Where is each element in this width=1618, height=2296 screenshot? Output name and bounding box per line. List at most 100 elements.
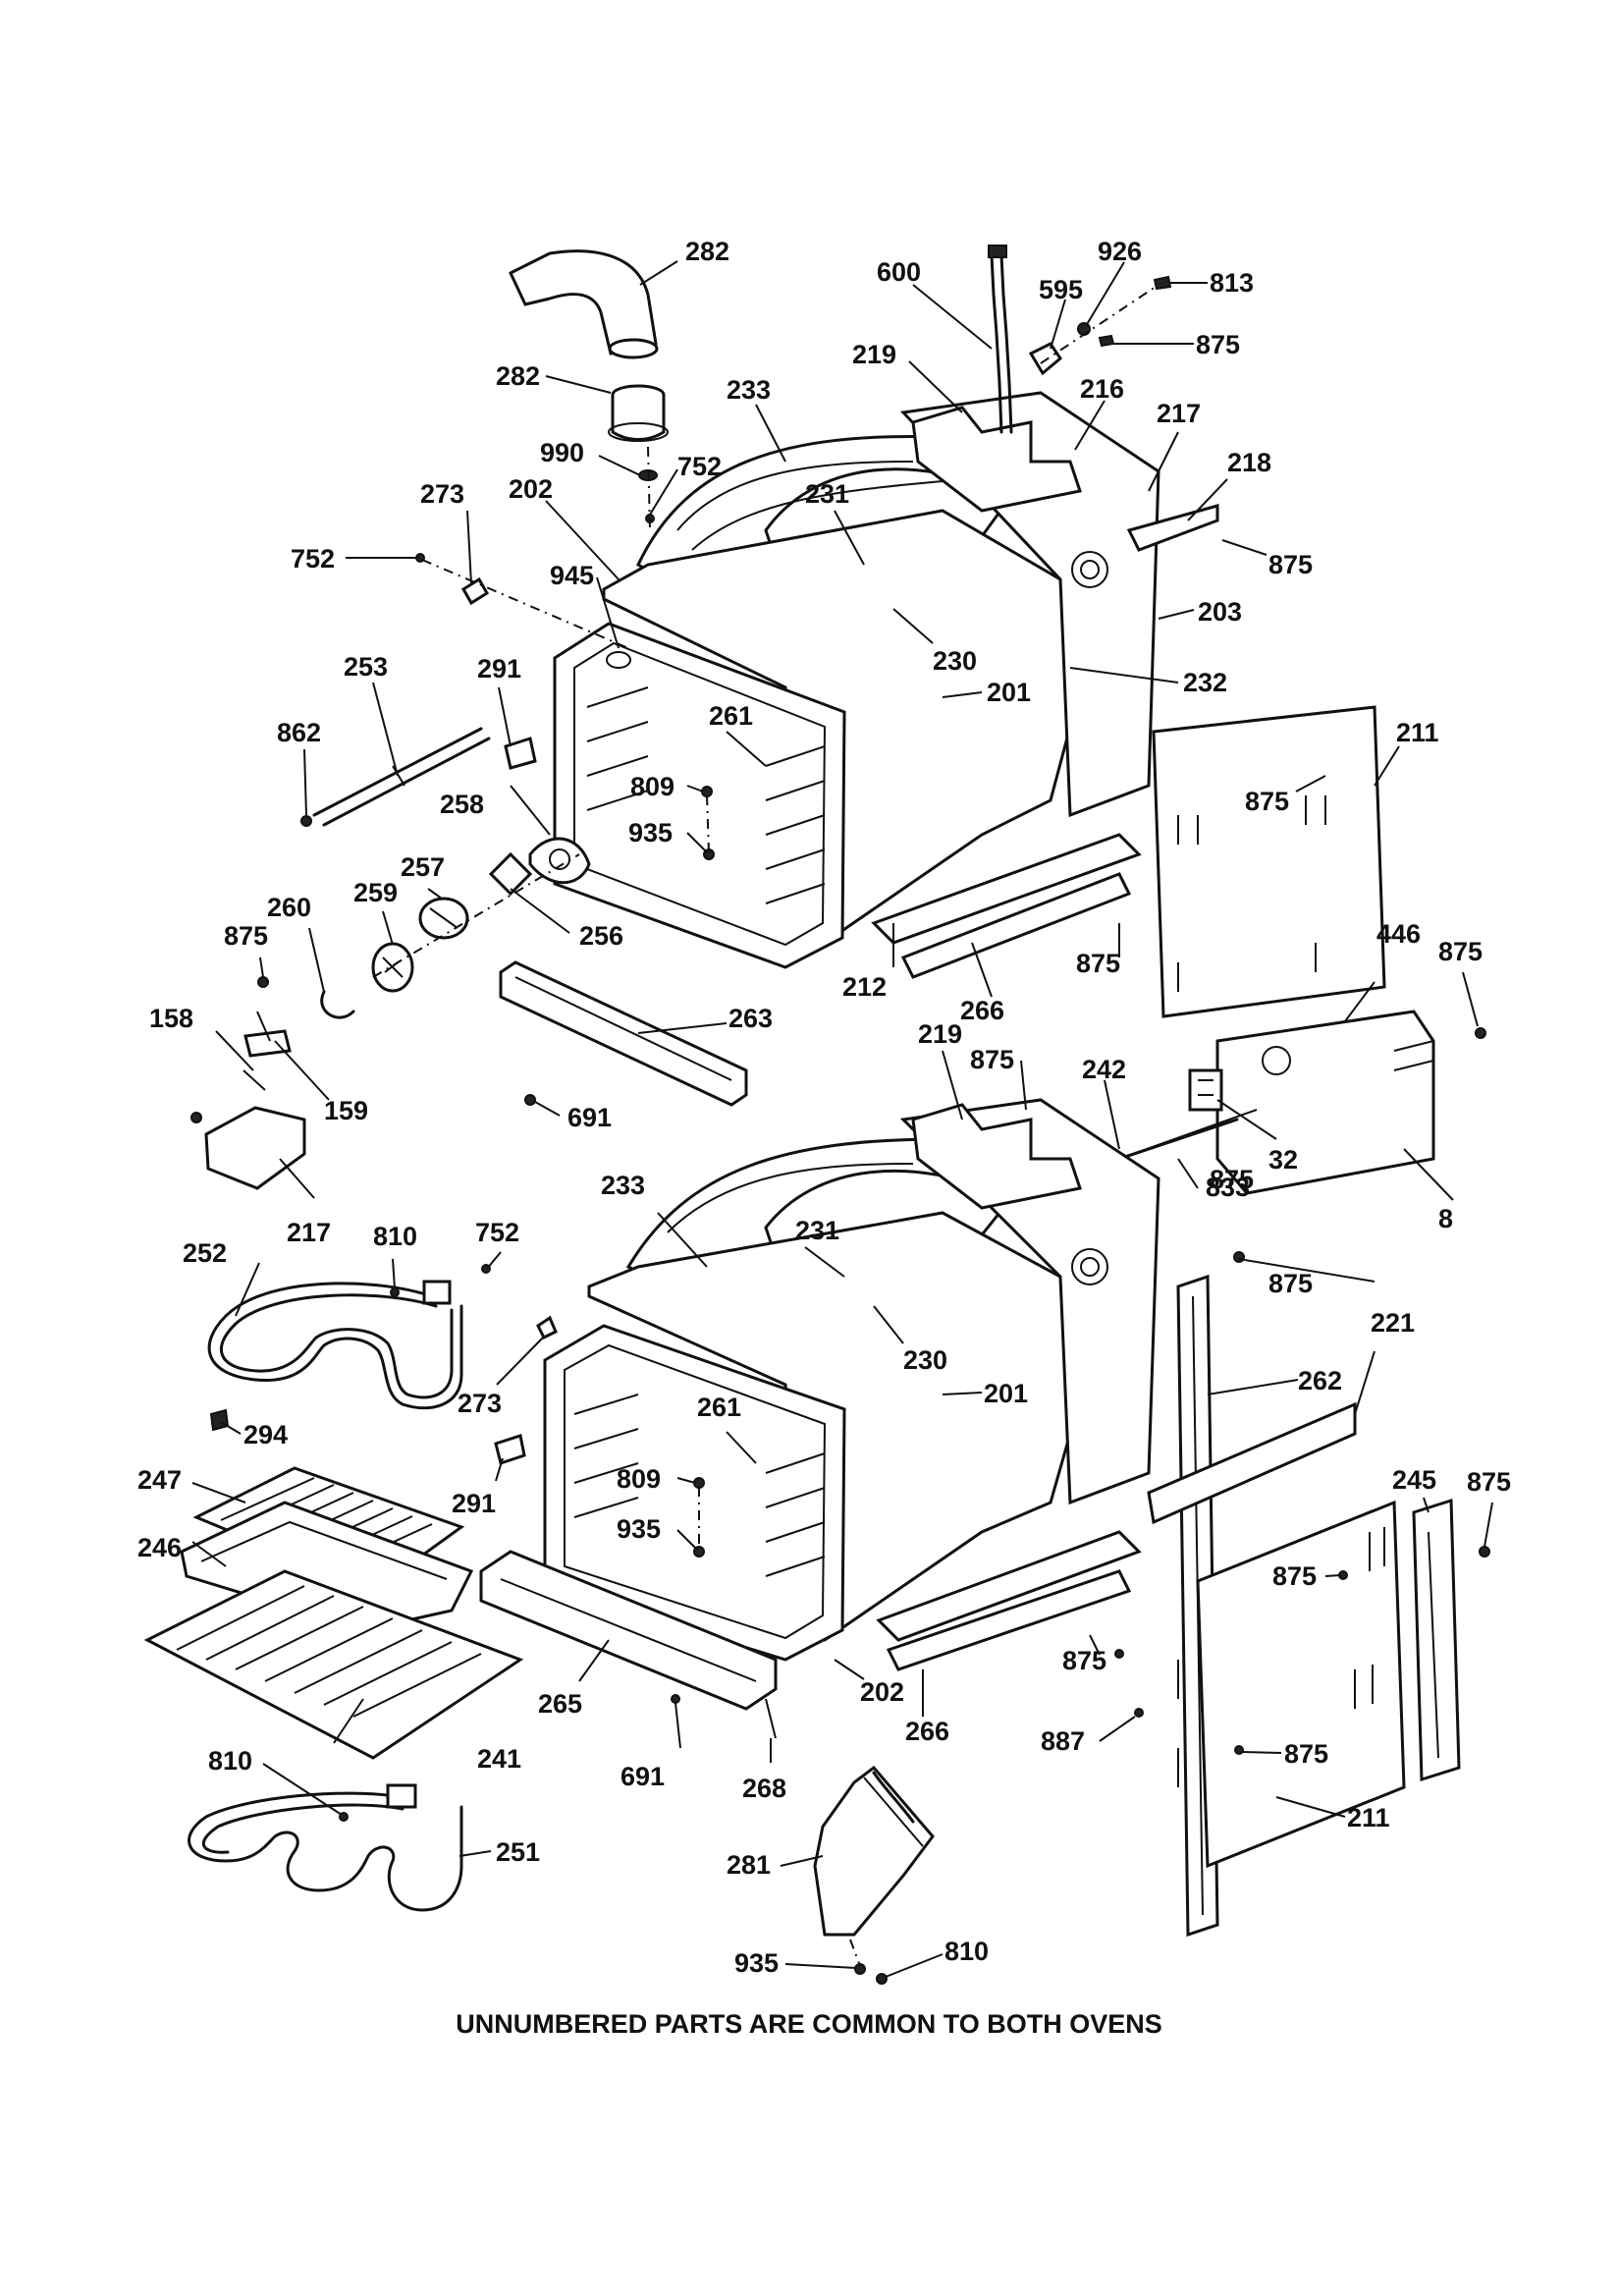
callout: 263 bbox=[728, 1004, 773, 1033]
callout: 875 bbox=[1438, 937, 1483, 966]
thermostat bbox=[243, 976, 292, 1091]
callout: 159 bbox=[324, 1096, 368, 1125]
upper-oven-cavity bbox=[553, 391, 1219, 979]
callout: 752 bbox=[677, 452, 722, 481]
callout: 813 bbox=[1210, 268, 1254, 298]
callout: 217 bbox=[1157, 399, 1201, 428]
callout: 203 bbox=[1198, 597, 1242, 627]
callout: 268 bbox=[742, 1774, 786, 1803]
callout: 595 bbox=[1039, 275, 1083, 304]
callout: 246 bbox=[137, 1533, 182, 1562]
callout: 256 bbox=[579, 921, 623, 951]
callout: 230 bbox=[933, 646, 977, 676]
callout: 201 bbox=[987, 678, 1031, 707]
callout: 252 bbox=[183, 1238, 227, 1268]
callout: 257 bbox=[401, 852, 445, 882]
callout: 875 bbox=[1076, 949, 1120, 978]
callout: 809 bbox=[630, 772, 674, 801]
clip bbox=[209, 1408, 230, 1432]
callout: 875 bbox=[970, 1045, 1014, 1074]
callout: 875 bbox=[1245, 787, 1289, 816]
callout: 691 bbox=[620, 1762, 665, 1791]
screw bbox=[1114, 1649, 1124, 1659]
callout: 231 bbox=[805, 479, 849, 509]
screw bbox=[1234, 1745, 1244, 1755]
callout: 241 bbox=[477, 1744, 521, 1774]
callout: 247 bbox=[137, 1465, 182, 1495]
screw bbox=[671, 1694, 680, 1704]
callout: 291 bbox=[452, 1489, 496, 1518]
wire-harness bbox=[988, 245, 1013, 434]
broiler-pan bbox=[180, 1501, 474, 1632]
screw bbox=[693, 1477, 705, 1489]
callout: 262 bbox=[1298, 1366, 1342, 1395]
callout: 809 bbox=[617, 1464, 661, 1494]
diagram-caption: UNNUMBERED PARTS ARE COMMON TO BOTH OVEN… bbox=[456, 2009, 1162, 2039]
callout-labels: 282 282 600 926 595 813 875 219 233 216 … bbox=[137, 237, 1511, 1978]
callout: 600 bbox=[877, 257, 921, 287]
callout: 251 bbox=[496, 1837, 540, 1867]
callout: 282 bbox=[496, 361, 540, 391]
callout: 294 bbox=[243, 1420, 288, 1449]
callout: 810 bbox=[373, 1222, 417, 1251]
callout: 926 bbox=[1098, 237, 1142, 266]
heating-element-lower bbox=[188, 1783, 463, 1912]
screw bbox=[701, 786, 713, 797]
callout: 242 bbox=[1082, 1055, 1126, 1084]
callout: 221 bbox=[1371, 1308, 1415, 1338]
heating-element-upper bbox=[207, 1280, 463, 1410]
callout: 265 bbox=[538, 1689, 582, 1719]
screw bbox=[1153, 275, 1172, 291]
callout: 945 bbox=[550, 561, 594, 590]
callout: 273 bbox=[420, 479, 464, 509]
callout: 261 bbox=[697, 1393, 741, 1422]
callout: 875 bbox=[1062, 1646, 1106, 1675]
callout: 253 bbox=[344, 652, 388, 682]
callout: 875 bbox=[1210, 1165, 1254, 1194]
screw bbox=[1479, 1546, 1490, 1558]
callout: 282 bbox=[685, 237, 729, 266]
callout: 875 bbox=[1467, 1467, 1511, 1497]
oven-rack bbox=[143, 1569, 524, 1760]
callout: 887 bbox=[1041, 1726, 1085, 1756]
screw bbox=[1098, 334, 1115, 348]
hinge-bracket bbox=[494, 1434, 526, 1465]
clip bbox=[536, 1315, 558, 1340]
callout: 446 bbox=[1376, 919, 1421, 949]
callout: 833 bbox=[1206, 1173, 1250, 1202]
callout: 266 bbox=[905, 1717, 949, 1746]
clip bbox=[1028, 342, 1062, 376]
callout: 273 bbox=[458, 1389, 502, 1418]
callout: 219 bbox=[852, 340, 896, 369]
callout: 875 bbox=[224, 921, 268, 951]
callout: 218 bbox=[1227, 448, 1271, 477]
callout: 158 bbox=[149, 1004, 193, 1033]
callout: 232 bbox=[1183, 668, 1227, 697]
callout: 291 bbox=[477, 654, 521, 683]
side-panel bbox=[1152, 705, 1386, 1018]
callout: 231 bbox=[795, 1216, 839, 1245]
callout: 212 bbox=[842, 972, 887, 1002]
lower-side-panel bbox=[1177, 1500, 1406, 1869]
callout: 281 bbox=[727, 1850, 771, 1880]
callout: 875 bbox=[1196, 330, 1240, 359]
callout: 259 bbox=[353, 878, 398, 907]
rail bbox=[499, 960, 748, 1107]
mounting-bracket bbox=[1147, 1401, 1357, 1525]
callout: 8 bbox=[1438, 1204, 1453, 1233]
vent-trim bbox=[1412, 1498, 1461, 1782]
screw bbox=[876, 1973, 888, 1985]
lamp-assembly bbox=[320, 837, 591, 1019]
callout: 810 bbox=[208, 1746, 252, 1776]
callout: 258 bbox=[440, 790, 484, 819]
callout: 266 bbox=[960, 996, 1004, 1025]
callout: 862 bbox=[277, 718, 321, 747]
vent-duct-elbow bbox=[509, 249, 659, 359]
rod bbox=[312, 727, 491, 827]
callout: 202 bbox=[509, 474, 553, 504]
callout: 752 bbox=[475, 1218, 519, 1247]
clip bbox=[460, 576, 490, 606]
callout: 935 bbox=[617, 1514, 661, 1544]
callout: 201 bbox=[984, 1379, 1028, 1408]
